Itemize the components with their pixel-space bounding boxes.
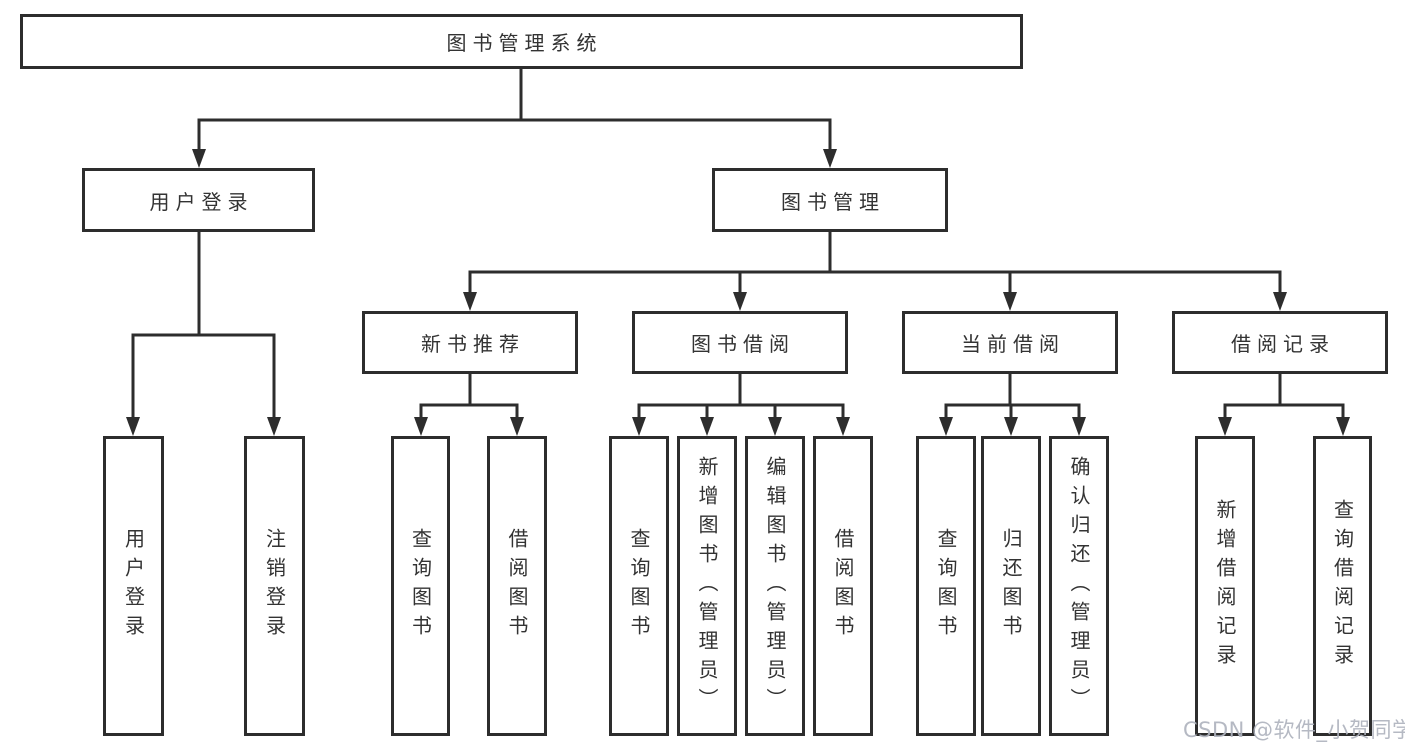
leaf-add-borrow-record-label: 新增借阅记录 bbox=[1213, 499, 1237, 673]
leaf-query-books-recommend-label: 查询图书 bbox=[408, 528, 433, 644]
leaf-user-login: 用户登录 bbox=[103, 436, 164, 736]
node-book-management: 图书管理 bbox=[712, 168, 948, 232]
leaf-query-books-current-label: 查询图书 bbox=[934, 528, 958, 644]
node-borrow-records: 借阅记录 bbox=[1172, 311, 1388, 374]
leaf-borrow-books-recommend-label: 借阅图书 bbox=[505, 528, 529, 644]
leaf-query-borrow-record: 查询借阅记录 bbox=[1313, 436, 1372, 736]
node-root-label: 图书管理系统 bbox=[446, 31, 603, 55]
node-new-book-recommendation-label: 新书推荐 bbox=[421, 332, 525, 356]
node-book-borrowing-label: 图书借阅 bbox=[691, 332, 795, 356]
leaf-return-book: 归还图书 bbox=[981, 436, 1041, 736]
node-borrow-records-label: 借阅记录 bbox=[1231, 332, 1335, 356]
node-new-book-recommendation: 新书推荐 bbox=[362, 311, 578, 374]
leaf-logout: 注销登录 bbox=[244, 436, 305, 736]
leaf-user-login-label: 用户登录 bbox=[121, 528, 146, 644]
node-user-login: 用户登录 bbox=[82, 168, 315, 232]
leaf-add-borrow-record: 新增借阅记录 bbox=[1195, 436, 1255, 736]
leaf-add-book-admin: 新增图书（管理员） bbox=[677, 436, 737, 736]
arrowheads bbox=[126, 149, 1350, 436]
leaf-query-books-recommend: 查询图书 bbox=[391, 436, 450, 736]
leaf-edit-book-admin: 编辑图书（管理员） bbox=[745, 436, 805, 736]
leaf-edit-book-admin-label: 编辑图书（管理员） bbox=[763, 455, 787, 717]
node-book-borrowing: 图书借阅 bbox=[632, 311, 848, 374]
leaf-query-books-borrowing: 查询图书 bbox=[609, 436, 669, 736]
node-book-management-label: 图书管理 bbox=[781, 189, 885, 214]
leaf-confirm-return-admin: 确认归还（管理员） bbox=[1049, 436, 1109, 736]
leaf-confirm-return-admin-label: 确认归还（管理员） bbox=[1067, 455, 1091, 717]
leaf-borrow-books-label: 借阅图书 bbox=[831, 528, 855, 644]
leaf-add-book-admin-label: 新增图书（管理员） bbox=[695, 455, 719, 717]
node-current-borrowing: 当前借阅 bbox=[902, 311, 1118, 374]
leaf-logout-label: 注销登录 bbox=[262, 528, 287, 644]
leaf-return-book-label: 归还图书 bbox=[999, 528, 1023, 644]
leaf-borrow-books-recommend: 借阅图书 bbox=[487, 436, 547, 736]
node-root: 图书管理系统 bbox=[20, 14, 1023, 69]
leaf-query-borrow-record-label: 查询借阅记录 bbox=[1330, 499, 1355, 673]
node-user-login-label: 用户登录 bbox=[149, 189, 254, 214]
leaf-query-books-current: 查询图书 bbox=[916, 436, 976, 736]
leaf-borrow-books: 借阅图书 bbox=[813, 436, 873, 736]
csdn-watermark: CSDN @软件_小贺同学 bbox=[1183, 718, 1405, 742]
node-current-borrowing-label: 当前借阅 bbox=[961, 332, 1065, 356]
leaf-query-books-borrowing-label: 查询图书 bbox=[627, 528, 651, 644]
